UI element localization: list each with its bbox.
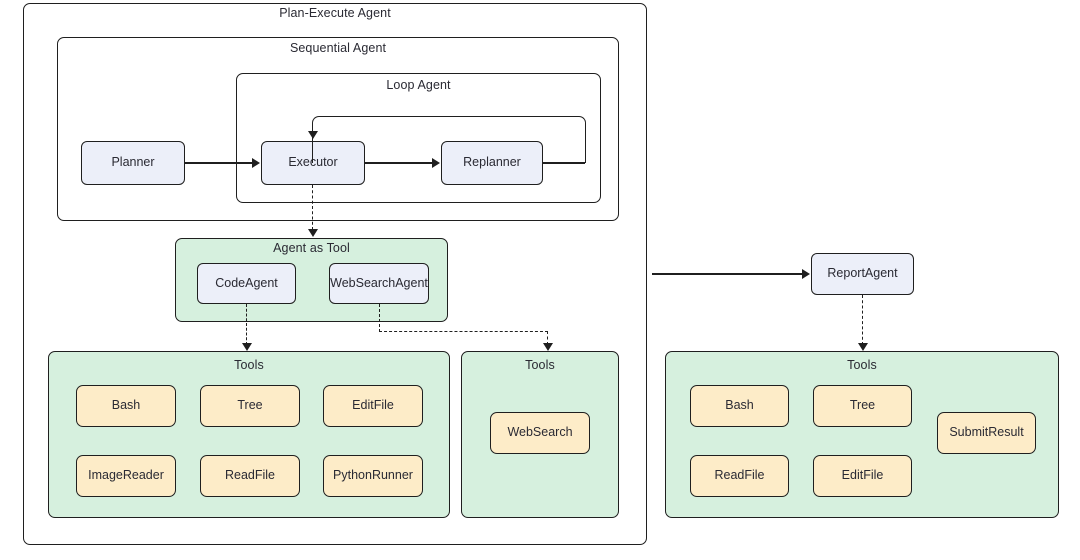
node-code-agent[interactable]: CodeAgent xyxy=(197,263,296,304)
tool-websearch-label: WebSearch xyxy=(507,425,573,440)
edge-code-agent-to-tools-arrowhead xyxy=(242,343,252,351)
group-tools-websearch-title: Tools xyxy=(525,358,555,372)
group-tools-code-title: Tools xyxy=(234,358,264,372)
node-report-agent[interactable]: ReportAgent xyxy=(811,253,914,295)
node-web-search-agent[interactable]: WebSearchAgent xyxy=(329,263,429,304)
edge-code-agent-to-tools xyxy=(246,304,247,345)
tool-report-readfile-label: ReadFile xyxy=(714,468,765,483)
tool-report-bash[interactable]: Bash xyxy=(690,385,789,427)
node-web-search-agent-label: WebSearchAgent xyxy=(330,275,428,290)
tool-readfile-label: ReadFile xyxy=(224,468,276,483)
tool-editfile-label: EditFile xyxy=(352,398,394,413)
node-replanner[interactable]: Replanner xyxy=(441,141,543,185)
tool-report-readfile[interactable]: ReadFile xyxy=(690,455,789,497)
edge-executor-to-agent-as-tool xyxy=(312,185,313,230)
edge-web-search-agent-to-tools-seg2 xyxy=(379,331,548,332)
edge-plan-execute-to-report-agent xyxy=(652,273,803,275)
node-code-agent-label: CodeAgent xyxy=(215,275,278,290)
edge-executor-to-replanner-arrowhead xyxy=(432,158,440,168)
tool-report-tree[interactable]: Tree xyxy=(813,385,912,427)
edge-web-search-agent-to-tools-arrowhead xyxy=(543,343,553,351)
edge-planner-to-executor xyxy=(185,162,253,164)
tool-report-submitresult-label: SubmitResult xyxy=(949,425,1024,440)
tool-report-submitresult[interactable]: SubmitResult xyxy=(937,412,1036,454)
edge-loop-back-arrowhead xyxy=(308,131,318,139)
edge-web-search-agent-to-tools-seg3 xyxy=(547,331,548,345)
tool-readfile[interactable]: ReadFile xyxy=(200,455,300,497)
tool-bash[interactable]: Bash xyxy=(76,385,176,427)
tool-pythonrunner[interactable]: PythonRunner xyxy=(323,455,423,497)
tool-pythonrunner-label: PythonRunner xyxy=(333,468,413,483)
tool-bash-label: Bash xyxy=(111,398,141,413)
tool-report-editfile-label: EditFile xyxy=(841,468,884,483)
edge-executor-to-agent-as-tool-arrowhead xyxy=(308,229,318,237)
group-agent-as-tool-title: Agent as Tool xyxy=(273,241,350,255)
tool-tree-label: Tree xyxy=(237,398,263,413)
edge-replanner-loop-exit xyxy=(543,162,585,164)
tool-report-bash-label: Bash xyxy=(725,398,754,413)
group-tools-report-title: Tools xyxy=(847,358,877,372)
tool-tree[interactable]: Tree xyxy=(200,385,300,427)
group-loop-agent-title: Loop Agent xyxy=(386,78,451,92)
tool-imagereader-label: ImageReader xyxy=(88,468,164,483)
node-planner-label: Planner xyxy=(111,155,155,170)
tool-report-tree-label: Tree xyxy=(849,398,876,413)
group-sequential-agent-title: Sequential Agent xyxy=(289,41,387,55)
edge-plan-execute-to-report-agent-arrowhead xyxy=(802,269,810,279)
edge-loop-back-path xyxy=(312,116,586,163)
tool-websearch[interactable]: WebSearch xyxy=(490,412,590,454)
edge-web-search-agent-to-tools-seg1 xyxy=(379,304,380,332)
tool-report-editfile[interactable]: EditFile xyxy=(813,455,912,497)
edge-report-agent-to-tools xyxy=(862,295,863,345)
tool-imagereader[interactable]: ImageReader xyxy=(76,455,176,497)
node-planner[interactable]: Planner xyxy=(81,141,185,185)
tool-editfile[interactable]: EditFile xyxy=(323,385,423,427)
node-report-agent-label: ReportAgent xyxy=(827,266,898,281)
edge-planner-to-executor-arrowhead xyxy=(252,158,260,168)
edge-executor-to-replanner xyxy=(365,162,433,164)
node-replanner-label: Replanner xyxy=(463,155,521,170)
group-plan-execute-agent-title: Plan-Execute Agent xyxy=(279,6,391,20)
edge-report-agent-to-tools-arrowhead xyxy=(858,343,868,351)
